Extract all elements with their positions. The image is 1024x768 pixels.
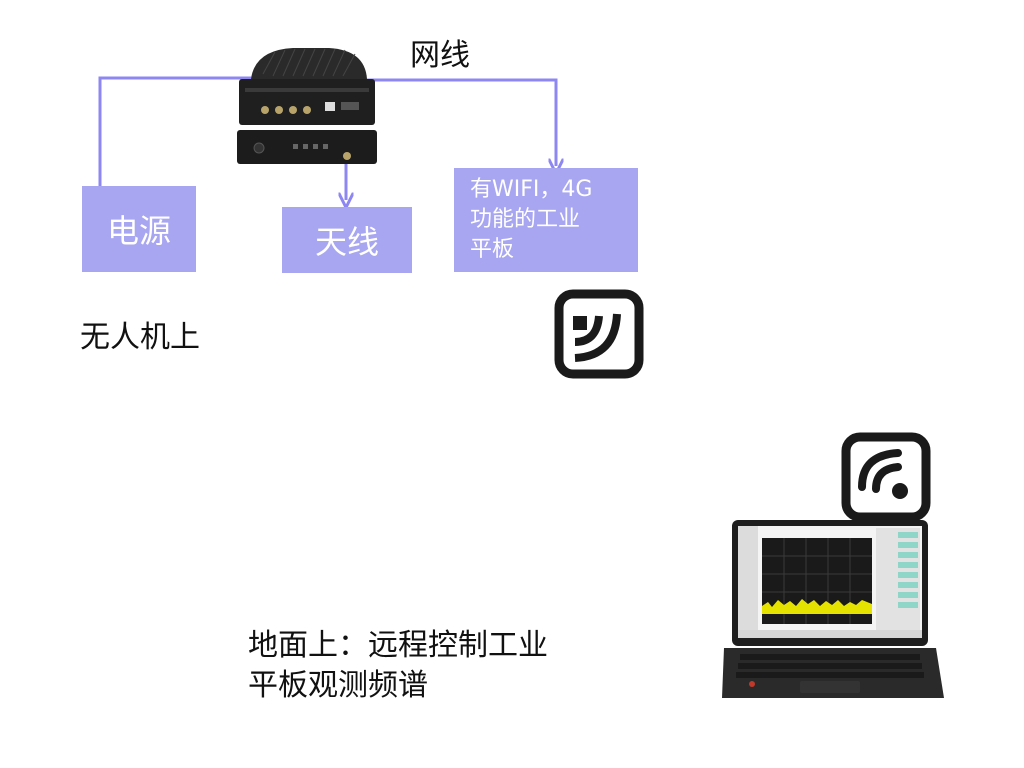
power-box: 电源 <box>82 186 196 272</box>
ground-label-line1: 地面上：远程控制工业 <box>248 628 548 663</box>
antenna-label: 天线 <box>314 223 379 261</box>
tablet-label-line3: 平板 <box>470 237 515 262</box>
wifi-receive-icon <box>841 432 931 522</box>
radio-device <box>237 48 377 164</box>
power-label: 电源 <box>106 212 171 250</box>
ground-label-line2: 平板观测频谱 <box>248 668 428 703</box>
antenna-box: 天线 <box>282 207 412 273</box>
cable-label: 网线 <box>410 38 470 73</box>
tablet-label-line2: 功能的工业 <box>470 207 581 232</box>
tablet-box: 有WIFI，4G 功能的工业 平板 <box>454 168 638 272</box>
laptop-image <box>722 520 944 698</box>
signal-transmit-icon <box>554 289 644 379</box>
tablet-label-line1: 有WIFI，4G <box>470 177 593 202</box>
on-drone-label: 无人机上 <box>80 320 200 355</box>
ground-label: 地面上：远程控制工业 平板观测频谱 <box>248 626 548 706</box>
